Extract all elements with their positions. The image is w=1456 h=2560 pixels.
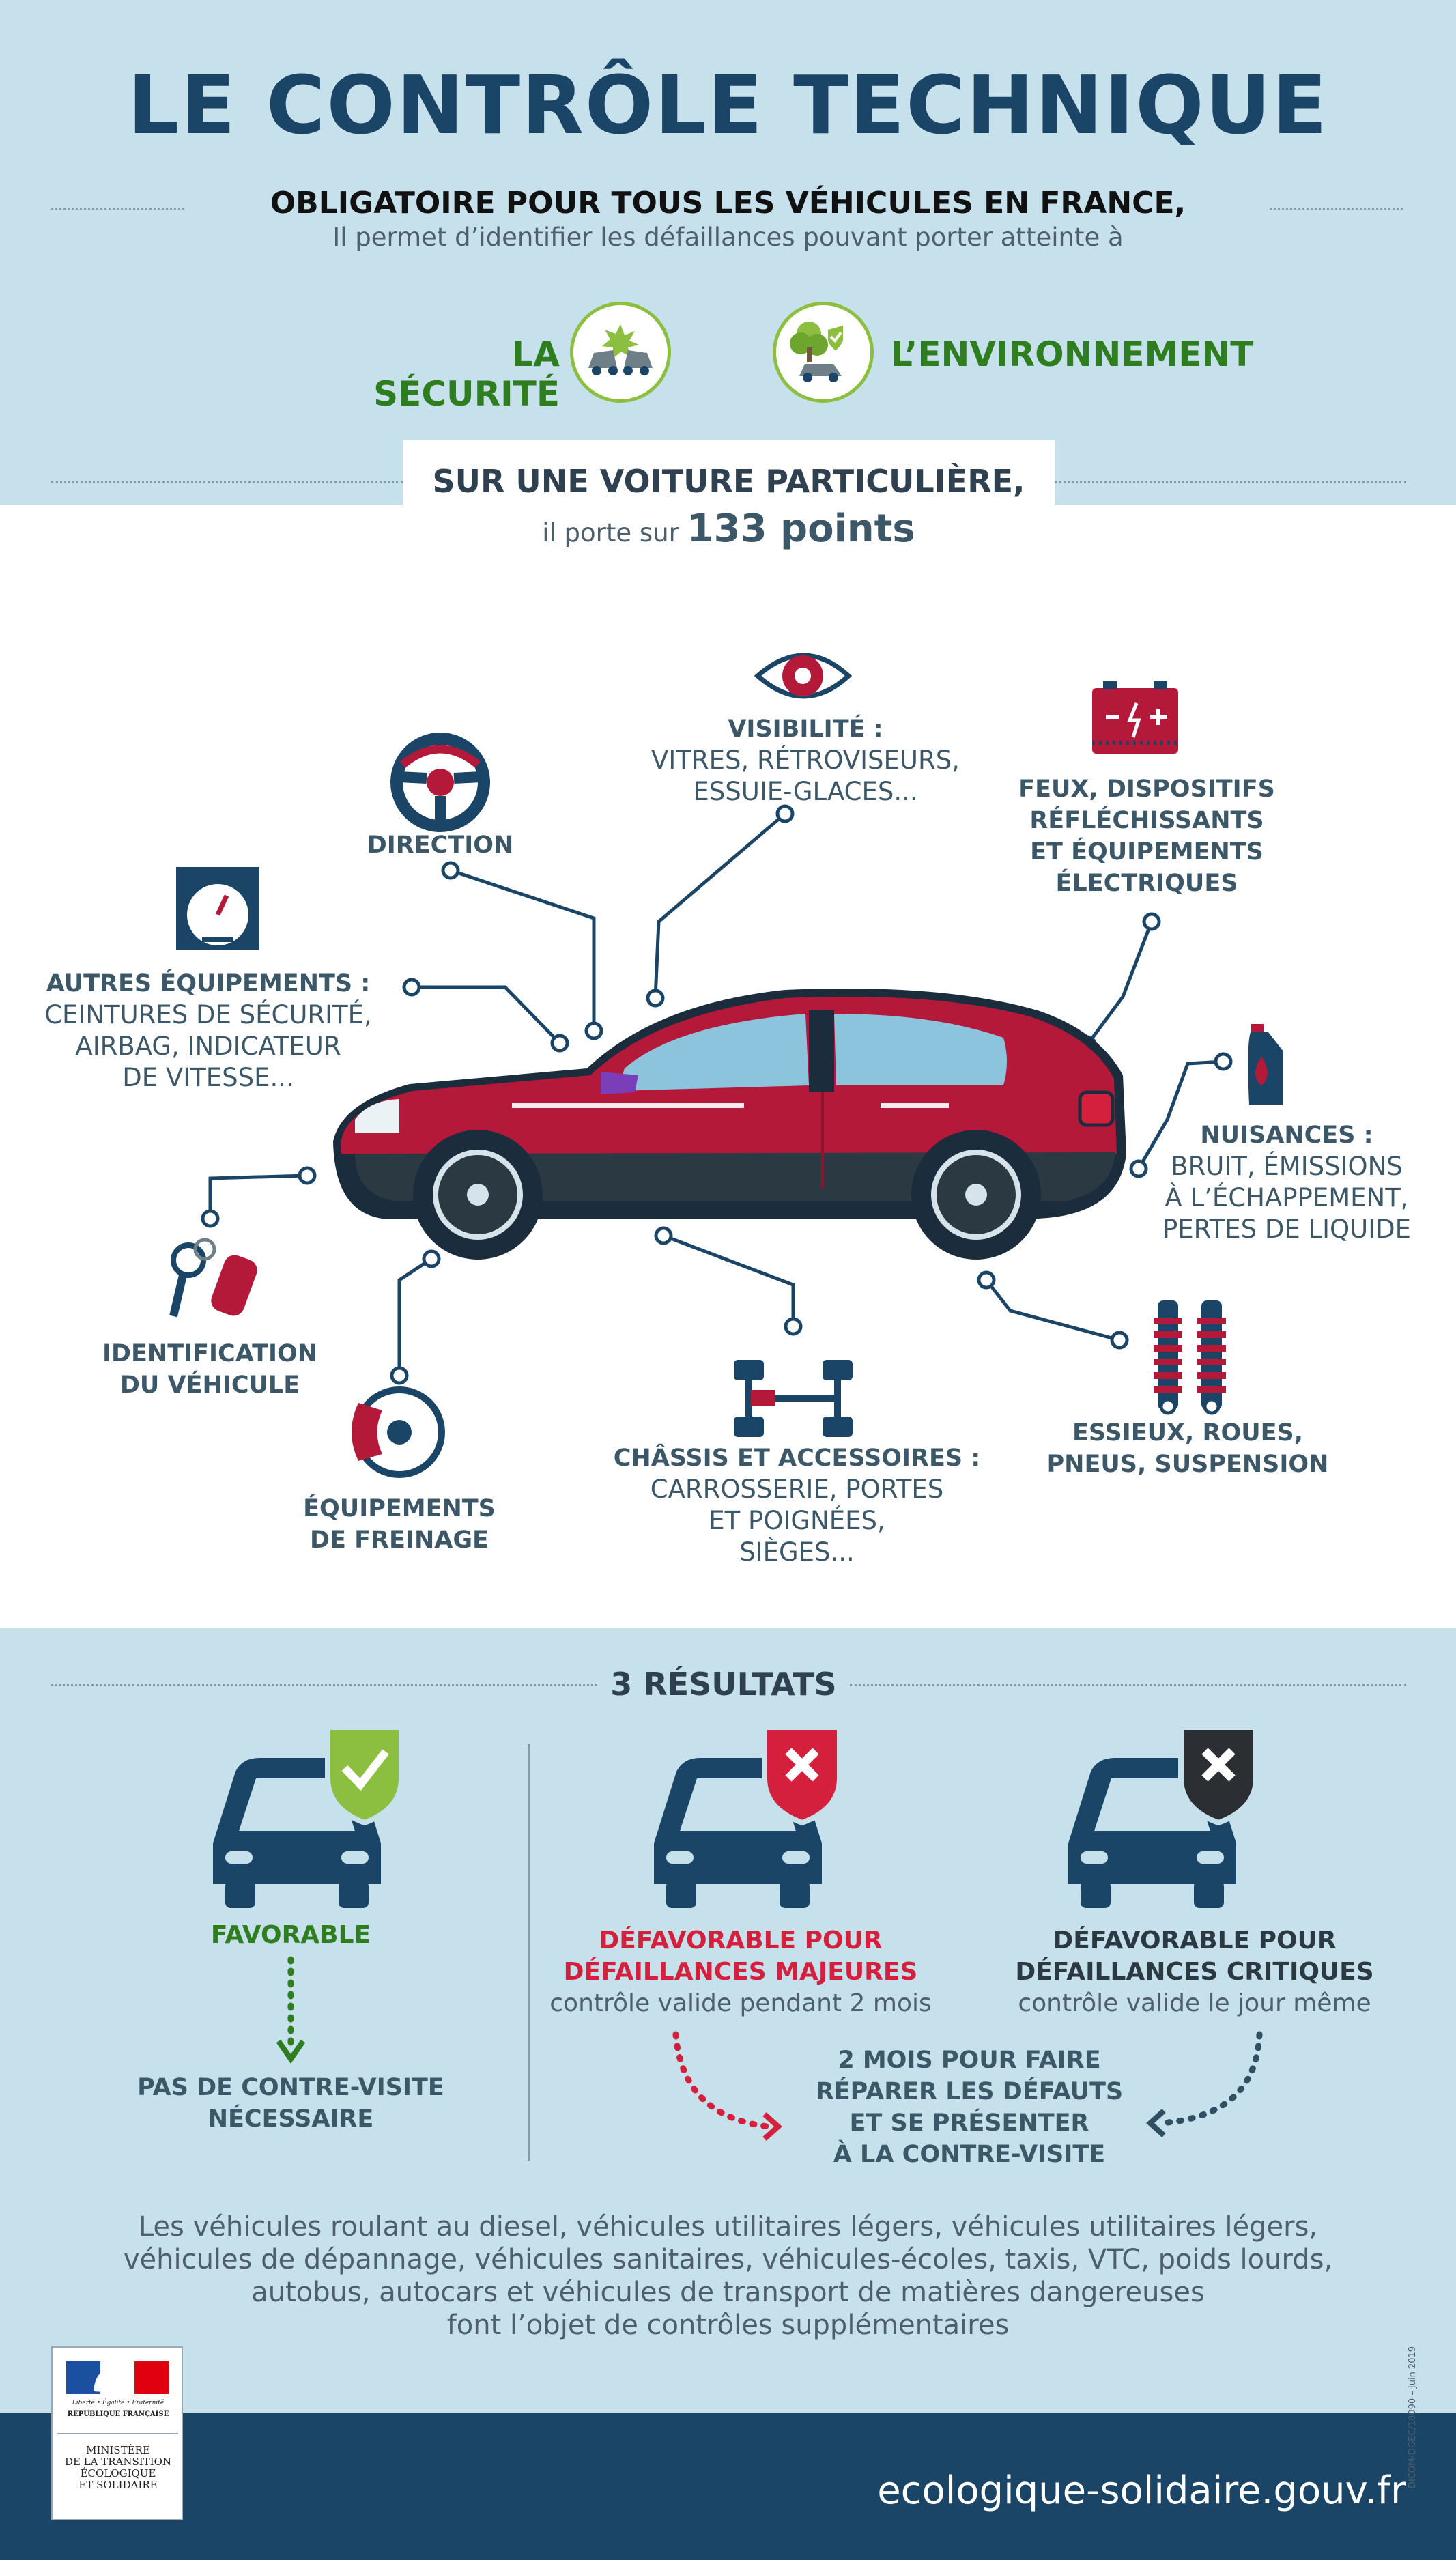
eye-icon — [754, 653, 853, 699]
car-keys-icon — [169, 1238, 257, 1318]
favorable-label: FAVORABLE — [210, 1921, 371, 1949]
intro-box — [403, 440, 1055, 509]
nuisance-label: NUISANCES : BRUIT, ÉMISSIONS À L’ÉCHAPPE… — [1162, 1122, 1412, 1244]
major-result: DÉFAVORABLE POUR DÉFAILLANCES MAJEURES c… — [549, 1926, 932, 2017]
results-separator — [528, 1744, 530, 2161]
divider-line — [51, 1684, 597, 1686]
logo-motto: Liberté • Égalité • Fraternité — [72, 2400, 165, 2406]
footnote: Les véhicules roulant au diesel, véhicul… — [123, 2211, 1333, 2341]
revisit-note: 2 MOIS POUR FAIRE RÉPARER LES DÉFAUTS ET… — [815, 2047, 1124, 2168]
red-curved-arrow-icon — [672, 2031, 782, 2141]
suspension-icon — [1154, 1300, 1226, 1415]
divider-line — [51, 481, 403, 483]
green-check-shield-icon — [325, 1724, 404, 1826]
page-title: LE CONTRÔLE TECHNIQUE — [128, 58, 1328, 152]
tree-car-icon — [773, 302, 874, 403]
brake-disc-icon — [352, 1386, 445, 1478]
car-illustration — [333, 989, 1126, 1260]
direction-label: DIRECTION — [367, 831, 514, 859]
divider-line — [1270, 208, 1403, 210]
subtitle-description: Il permet d’identifier les défaillances … — [332, 223, 1124, 252]
other-equipment-label: AUTRES ÉQUIPEMENTS : CEINTURES DE SÉCURI… — [44, 970, 372, 1092]
safety-label: LA SÉCURITÉ — [373, 335, 560, 414]
visibility-label: VISIBILITÉ : VITRES, RÉTROVISEURS, ESSUI… — [651, 715, 960, 806]
ministry-name: MINISTÈRE DE LA TRANSITION ÉCOLOGIQUE ET… — [64, 2444, 172, 2491]
down-arrow-icon — [276, 1956, 306, 2064]
oil-can-icon — [1248, 1024, 1283, 1105]
car-crash-icon — [570, 302, 671, 403]
header-section — [0, 0, 1456, 505]
divider-line — [1055, 481, 1406, 483]
logo-divider — [57, 2433, 178, 2434]
logo-republic: RÉPUBLIQUE FRANÇAISE — [67, 2410, 169, 2418]
points-value: 133 points — [687, 507, 915, 551]
ministry-logo[interactable]: Liberté • Égalité • Fraternité RÉPUBLIQU… — [51, 2346, 183, 2520]
steering-wheel-icon — [390, 733, 490, 832]
points-prefix: il porte sur — [542, 518, 679, 547]
speedometer-icon — [176, 867, 259, 950]
battery-icon — [1092, 681, 1178, 754]
black-cross-shield-icon — [1178, 1724, 1259, 1826]
identification-label: IDENTIFICATION DU VÉHICULE — [102, 1340, 318, 1399]
chassis-icon — [734, 1360, 853, 1437]
website-link[interactable]: ecologique-solidaire.gouv.fr — [877, 2469, 1406, 2513]
marianne-flag-icon — [66, 2361, 169, 2394]
results-heading: 3 RÉSULTATS — [610, 1666, 837, 1703]
brakes-label: ÉQUIPEMENTS DE FREINAGE — [303, 1495, 496, 1554]
points-line: il porte sur 133 points — [410, 507, 1048, 551]
subtitle: OBLIGATOIRE POUR TOUS LES VÉHICULES EN F… — [270, 186, 1186, 221]
red-cross-shield-icon — [762, 1724, 842, 1826]
intro-heading: SUR UNE VOITURE PARTICULIÈRE, — [432, 463, 1025, 500]
divider-line — [850, 1684, 1406, 1686]
lights-label: FEUX, DISPOSITIFS RÉFLÉCHISSANTS ET ÉQUI… — [1018, 776, 1275, 897]
environment-label: L’ENVIRONNEMENT — [891, 335, 1254, 374]
divider-line — [51, 208, 184, 210]
favorable-note: PAS DE CONTRE-VISITE NÉCESSAIRE — [137, 2074, 444, 2133]
critical-result: DÉFAVORABLE POUR DÉFAILLANCES CRITIQUES … — [1015, 1926, 1374, 2017]
axles-label: ESSIEUX, ROUES, PNEUS, SUSPENSION — [1046, 1419, 1329, 1478]
footer-bar — [0, 2413, 1456, 2560]
navy-curved-arrow-icon — [1146, 2031, 1263, 2137]
chassis-label: CHÂSSIS ET ACCESSOIRES : CARROSSERIE, PO… — [613, 1445, 981, 1567]
reference-code: DICOM-DGEC/18090 – Juin 2019 — [1408, 2346, 1418, 2488]
